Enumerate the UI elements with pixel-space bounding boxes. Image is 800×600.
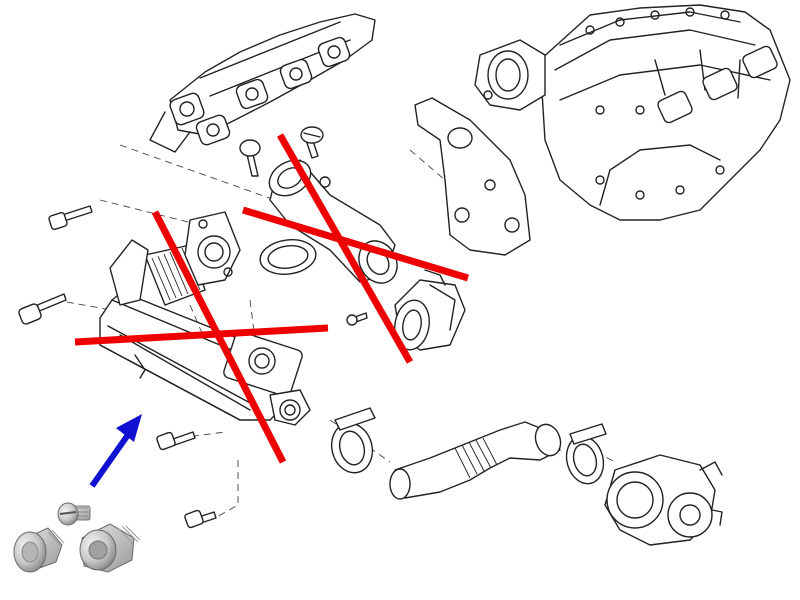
bolts — [18, 126, 368, 529]
bolt-top — [239, 139, 261, 177]
arrow-icon — [89, 414, 142, 488]
bolt-lower — [156, 431, 196, 451]
corrugated-pipe — [389, 421, 562, 500]
cross-line-cooler-b — [74, 324, 329, 346]
hose-clamp-right — [565, 423, 607, 485]
bolt-top-slotted — [300, 126, 324, 159]
mounting-bracket — [414, 97, 531, 256]
bolt-small-mid — [346, 312, 368, 326]
hose-elbow — [394, 269, 466, 351]
replacement-plug-photo — [13, 502, 141, 573]
cross-icon — [74, 133, 470, 464]
bolt-bottom — [184, 509, 217, 529]
cross-line-pipe-b — [241, 206, 470, 282]
plug-small-screw — [57, 502, 91, 526]
bolt-left — [18, 293, 67, 325]
bolt-top-left — [48, 205, 93, 231]
hose-clamp-left — [330, 407, 376, 474]
plug-large-right — [79, 523, 141, 573]
egr-valve — [604, 454, 723, 546]
cross-line-pipe-a — [276, 133, 414, 364]
gasket-ring — [259, 239, 317, 275]
exhaust-manifold — [149, 13, 376, 153]
plug-large-left — [13, 527, 65, 573]
engine-block — [474, 4, 791, 221]
